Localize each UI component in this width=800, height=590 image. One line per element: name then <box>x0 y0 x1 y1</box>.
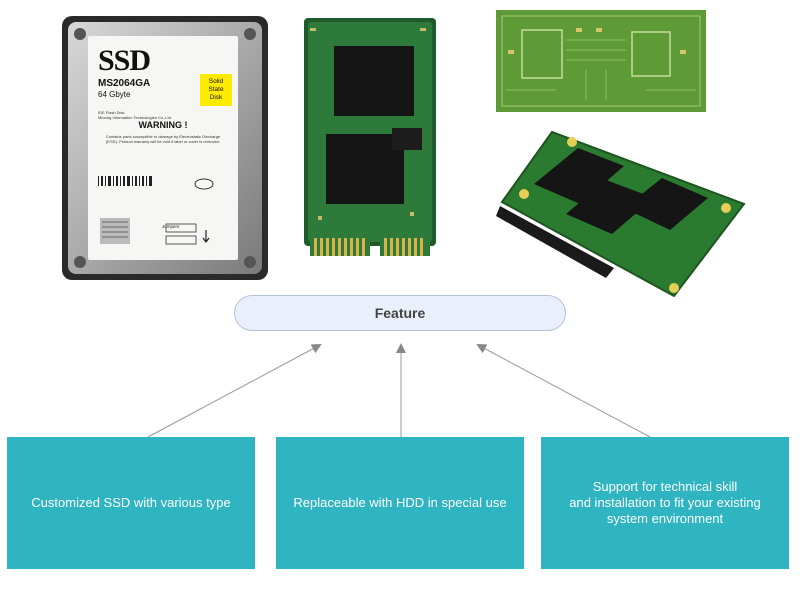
ssd-warning-text: Contains parts susceptible to damage by … <box>105 134 221 144</box>
arrow-left <box>147 344 322 438</box>
feature-box-customized: Customized SSD with various type <box>7 437 255 569</box>
ssd-case-image: SSD MS2064GA 64 Gbyte IDE Flash Disk Mto… <box>60 14 270 282</box>
ssd-warning-title: WARNING ! <box>138 120 188 130</box>
ssd-maker: IDE Flash Disk Mtoung Information Techno… <box>98 110 172 120</box>
barcode-graphic <box>98 176 214 245</box>
pcb-board-image <box>496 10 706 112</box>
feature-box-support: Support for technical skill and installa… <box>541 437 789 569</box>
ssd-model: MS2064GA <box>98 78 151 89</box>
feature-box-replaceable: Replaceable with HDD in special use <box>276 437 524 569</box>
ssd-jumpers-label: Jumpers <box>162 224 180 229</box>
ssd-logo: SSD <box>98 44 151 77</box>
mini-pcie-ssd-image <box>300 16 440 260</box>
arrow-right <box>476 344 651 438</box>
sata-ssd-board-image <box>494 128 754 300</box>
feature-label: Feature <box>234 295 566 331</box>
ssd-capacity: 64 Gbyte <box>98 90 131 99</box>
ssd-label: SSD MS2064GA 64 Gbyte IDE Flash Disk Mto… <box>88 36 238 260</box>
ssd-tag: Solid State Disk <box>200 74 232 106</box>
